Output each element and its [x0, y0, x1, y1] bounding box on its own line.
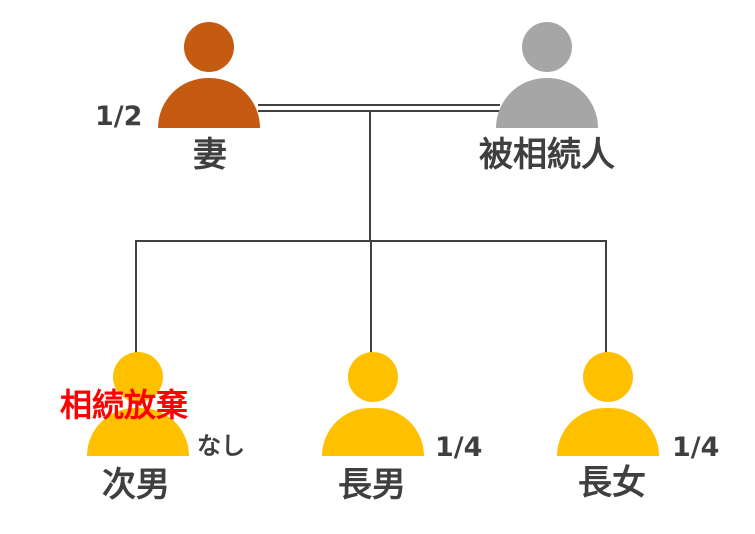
eldest-son-share: 1/4	[435, 432, 483, 463]
wife-share: 1/2	[95, 101, 143, 132]
second-son-note: なし	[197, 432, 245, 460]
deceased-name: 被相続人	[479, 135, 615, 175]
second-son-name: 次男	[102, 465, 170, 505]
eldest-son-figure	[322, 352, 424, 460]
person-icon	[184, 22, 234, 72]
renounce-status: 相続放棄	[60, 386, 189, 424]
wife-name: 妻	[193, 135, 227, 175]
deceased-figure	[496, 22, 598, 130]
person-body	[322, 408, 424, 456]
person-icon	[522, 22, 572, 72]
person-icon	[583, 352, 633, 402]
wife-figure	[158, 22, 260, 130]
person-body	[496, 78, 598, 128]
person-icon	[113, 352, 163, 402]
eldest-daughter-figure	[557, 352, 659, 460]
second-son-figure	[87, 352, 189, 460]
person-icon	[348, 352, 398, 402]
eldest-daughter-share: 1/4	[672, 432, 720, 463]
eldest-son-name: 長男	[338, 465, 406, 505]
person-body	[557, 408, 659, 456]
person-body	[158, 78, 260, 128]
eldest-daughter-name: 長女	[578, 463, 646, 503]
